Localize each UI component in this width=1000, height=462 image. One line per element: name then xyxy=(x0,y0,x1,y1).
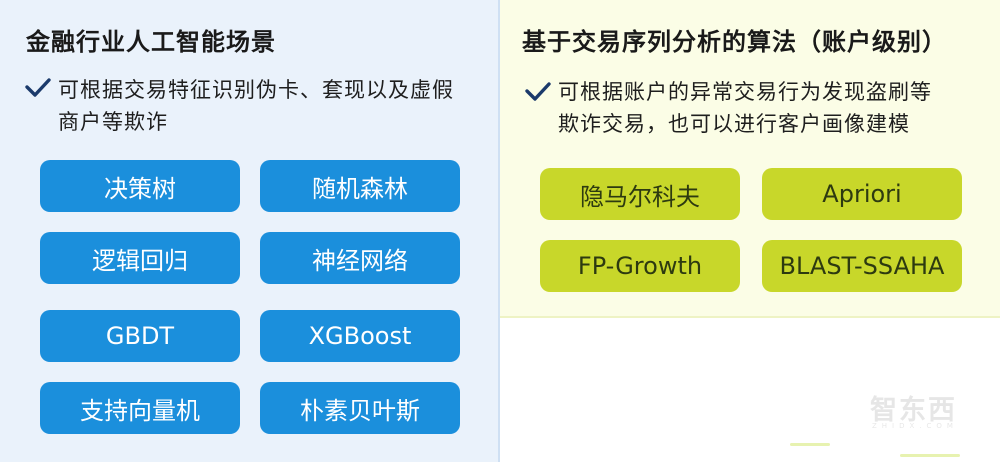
apriori-button[interactable]: Apriori xyxy=(762,168,962,220)
gbdt-button[interactable]: GBDT xyxy=(40,310,240,362)
watermark-subtext: ZHIDX.COM xyxy=(872,422,958,430)
hidden-markov-button[interactable]: 隐马尔科夫 xyxy=(540,168,740,220)
neural-network-button[interactable]: 神经网络 xyxy=(260,232,460,284)
decorative-line xyxy=(900,454,960,457)
watermark-text: 智东西 xyxy=(870,395,957,426)
checkmark-icon xyxy=(525,82,551,101)
decision-tree-button[interactable]: 决策树 xyxy=(40,160,240,212)
right-panel-title: 基于交易序列分析的算法（账户级别） xyxy=(522,28,947,56)
xgboost-button[interactable]: XGBoost xyxy=(260,310,460,362)
fp-growth-button[interactable]: FP-Growth xyxy=(540,240,740,292)
left-panel: 金融行业人工智能场景 可根据交易特征识别伪卡、套现以及虚假 商户等欺诈 决策树 … xyxy=(0,0,500,462)
watermark-logo: 智东西 ZHIDX.COM xyxy=(866,388,978,432)
checkmark-icon xyxy=(25,78,51,97)
blast-ssaha-button[interactable]: BLAST-SSAHA xyxy=(762,240,962,292)
left-bullet-line2: 商户等欺诈 xyxy=(58,110,168,134)
random-forest-button[interactable]: 随机森林 xyxy=(260,160,460,212)
right-panel: 基于交易序列分析的算法（账户级别） 可根据账户的异常交易行为发现盗刷等 欺诈交易… xyxy=(500,0,1000,318)
naive-bayes-button[interactable]: 朴素贝叶斯 xyxy=(260,382,460,434)
left-panel-title: 金融行业人工智能场景 xyxy=(26,28,276,56)
logistic-regression-button[interactable]: 逻辑回归 xyxy=(40,232,240,284)
right-bullet-line1: 可根据账户的异常交易行为发现盗刷等 xyxy=(558,80,932,104)
left-bullet-line1: 可根据交易特征识别伪卡、套现以及虚假 xyxy=(58,78,454,102)
right-bullet-line2: 欺诈交易，也可以进行客户画像建模 xyxy=(558,112,910,136)
svm-button[interactable]: 支持向量机 xyxy=(40,382,240,434)
decorative-line xyxy=(790,443,830,446)
